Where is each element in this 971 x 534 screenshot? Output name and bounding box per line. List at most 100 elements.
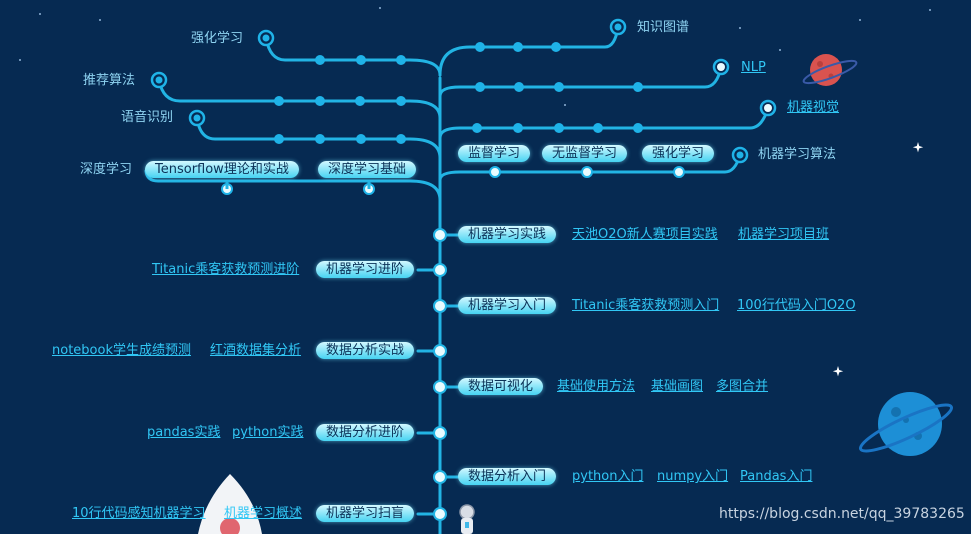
- branch-speech: [195, 116, 442, 160]
- pill-visualization[interactable]: 数据可视化: [458, 378, 544, 395]
- branch-dot: [355, 96, 365, 106]
- trunk-node: [433, 426, 447, 440]
- link-python-practice[interactable]: python实践: [232, 425, 304, 440]
- label-knowledge-graph: 知识图谱: [637, 20, 690, 35]
- pill-da-intro[interactable]: 数据分析入门: [458, 468, 557, 485]
- branch-nlp: [438, 65, 723, 98]
- watermark-url: https://blog.csdn.net/qq_39783265: [719, 506, 965, 522]
- link-machine-vision[interactable]: 机器视觉: [787, 100, 840, 115]
- link-numpy-intro[interactable]: numpy入门: [657, 469, 729, 484]
- label-deep-learning: 深度学习: [80, 162, 133, 177]
- pill-da-practice[interactable]: 数据分析实战: [316, 342, 415, 359]
- link-10-lines-ml[interactable]: 10行代码感知机器学习: [72, 506, 206, 521]
- trunk-node: [433, 470, 447, 484]
- branch-dot: [315, 96, 325, 106]
- pill-reinforcement[interactable]: 强化学习: [642, 145, 715, 162]
- link-pandas-intro[interactable]: Pandas入门: [740, 469, 813, 484]
- label-speech-recognition: 语音识别: [121, 110, 174, 125]
- red-planet-icon: [802, 54, 858, 86]
- trunk-node: [433, 344, 447, 358]
- sparkle-icons: [832, 142, 924, 377]
- link-nlp[interactable]: NLP: [741, 60, 766, 75]
- branch-dot: [513, 123, 523, 133]
- branch-dot: [633, 82, 643, 92]
- right-connectors: [438, 233, 460, 479]
- glow-dot: [489, 166, 501, 178]
- pill-stem: [225, 181, 371, 189]
- pill-tensorflow[interactable]: Tensorflow理论和实战: [145, 161, 299, 178]
- rocket-icon: [198, 474, 262, 534]
- trunk-node: [433, 380, 447, 394]
- link-pandas-practice[interactable]: pandas实践: [147, 425, 221, 440]
- branch-rl: [264, 36, 442, 77]
- pill-ml-scan[interactable]: 机器学习扫盲: [316, 505, 415, 522]
- pill-da-advanced[interactable]: 数据分析进阶: [316, 424, 415, 441]
- label-recommendation: 推荐算法: [83, 73, 136, 88]
- star: [859, 19, 861, 21]
- trunk-node: [433, 228, 447, 242]
- branch-dot: [475, 42, 485, 52]
- star: [739, 27, 741, 29]
- branch-dot: [274, 96, 284, 106]
- glow-dot: [673, 166, 685, 178]
- branch-dot: [551, 42, 561, 52]
- link-100-lines-o2o[interactable]: 100行代码入门O2O: [737, 298, 856, 313]
- astronaut-icon: [459, 504, 475, 534]
- star: [99, 19, 101, 21]
- branch-dot: [472, 123, 482, 133]
- pill-ml-advanced[interactable]: 机器学习进阶: [316, 261, 415, 278]
- branch-dot: [396, 134, 406, 144]
- branch-dot: [593, 123, 603, 133]
- branch-machine-vision: [438, 106, 770, 140]
- link-tianchi-o2o[interactable]: 天池O2O新人赛项目实践: [572, 227, 718, 242]
- star: [929, 9, 931, 11]
- link-ml-project-class[interactable]: 机器学习项目班: [738, 227, 830, 242]
- pill-ml-practice[interactable]: 机器学习实践: [458, 226, 557, 243]
- branch-dot: [396, 96, 406, 106]
- label-ml-algorithms: 机器学习算法: [758, 147, 837, 162]
- branch-dot: [554, 123, 564, 133]
- trunk-nodes: [433, 228, 447, 521]
- end-nodes: [150, 18, 777, 164]
- link-titanic-intro[interactable]: Titanic乘客获救预测入门: [572, 298, 720, 313]
- left-connectors: [416, 268, 442, 516]
- link-wine-dataset[interactable]: 红酒数据集分析: [210, 343, 302, 358]
- branch-dot: [315, 134, 325, 144]
- pill-supervised[interactable]: 监督学习: [458, 145, 531, 162]
- branch-dot: [356, 134, 366, 144]
- link-basic-plotting[interactable]: 基础画图: [651, 379, 704, 394]
- label-reinforcement-learning: 强化学习: [191, 31, 244, 46]
- blue-planet-icon: [858, 392, 954, 456]
- branch-dot: [315, 55, 325, 65]
- link-basic-usage[interactable]: 基础使用方法: [557, 379, 636, 394]
- branch-dot: [356, 55, 366, 65]
- link-python-intro[interactable]: python入门: [572, 469, 644, 484]
- star: [564, 104, 566, 106]
- branch-recommend: [157, 78, 442, 120]
- branch-dot: [513, 42, 523, 52]
- link-ml-overview[interactable]: 机器学习概述: [224, 506, 303, 521]
- branch-dot: [475, 82, 485, 92]
- star: [39, 13, 41, 15]
- link-multi-plot[interactable]: 多图合并: [716, 379, 769, 394]
- branch-dot: [396, 55, 406, 65]
- star: [19, 59, 21, 61]
- trunk-node: [433, 299, 447, 313]
- roadmap-dots: [221, 42, 685, 195]
- pill-deep-learning-basics[interactable]: 深度学习基础: [318, 161, 417, 178]
- star: [379, 7, 381, 9]
- pill-ml-intro[interactable]: 机器学习入门: [458, 297, 557, 314]
- branch-knowledge-graph: [438, 25, 620, 77]
- link-notebook-grades[interactable]: notebook学生成绩预测: [52, 343, 191, 358]
- trunk-node: [433, 507, 447, 521]
- trunk-node: [433, 263, 447, 277]
- branch-dot: [514, 82, 524, 92]
- pill-unsupervised[interactable]: 无监督学习: [542, 145, 628, 162]
- glow-dot: [581, 166, 593, 178]
- link-titanic-advanced[interactable]: Titanic乘客获救预测进阶: [152, 262, 300, 277]
- branch-dot: [274, 134, 284, 144]
- branch-dot: [554, 82, 564, 92]
- star: [779, 49, 781, 51]
